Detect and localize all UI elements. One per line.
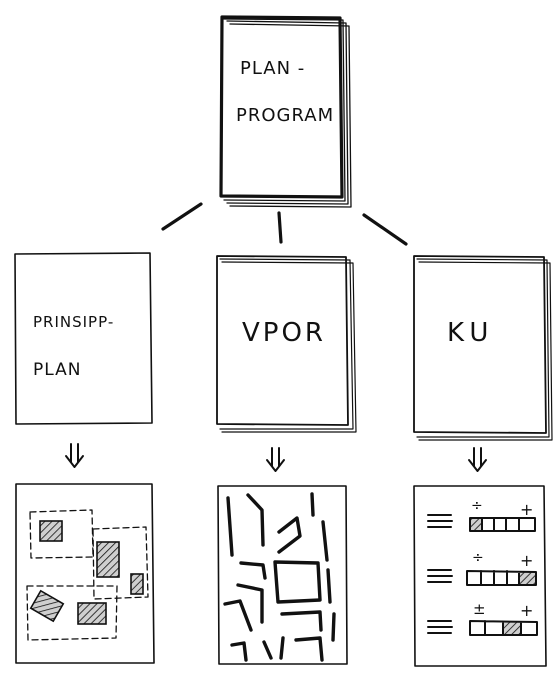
plan-program-label-line2: PROGRAM <box>236 105 335 126</box>
street-block-2 <box>246 493 265 547</box>
street-block-8 <box>326 568 332 604</box>
plus-sign: + <box>520 551 533 570</box>
prinsipp-plan-label-line1: PRINSIPP- <box>33 313 115 331</box>
street-block-10 <box>223 599 253 632</box>
plus-minus-sign: ± <box>473 600 486 618</box>
minus-sign: ÷ <box>472 550 484 566</box>
vpor-label: VPOR <box>242 318 326 348</box>
street-block-1 <box>226 496 234 557</box>
dashed-zone-3 <box>26 585 118 641</box>
street-map-sketch <box>217 485 348 665</box>
street-block-6 <box>239 561 267 580</box>
impact-assessment-sketch: ÷ + ÷ + ± + <box>413 485 547 667</box>
street-block-11 <box>280 610 323 632</box>
arrow-ku <box>468 447 487 472</box>
scale-bar <box>466 570 537 586</box>
arrow-vpor <box>266 447 285 472</box>
ku-scale-row-1: ÷ + <box>427 498 536 532</box>
plus-sign: + <box>520 601 533 620</box>
connector-lines <box>161 202 408 246</box>
minus-sign: ÷ <box>471 498 483 514</box>
zoning-plan-sketch <box>15 483 155 664</box>
building-2 <box>96 541 120 578</box>
prinsipp-plan-document <box>14 252 153 425</box>
plan-program-label-line1: PLAN - <box>240 58 306 79</box>
ku-document <box>413 255 553 441</box>
dashed-zone-1 <box>29 509 94 559</box>
dashed-zone-2 <box>92 526 149 600</box>
street-block-4 <box>310 492 315 517</box>
connector-middle <box>277 211 283 244</box>
connector-right <box>362 213 408 246</box>
scale-bar <box>469 620 538 636</box>
building-4 <box>29 589 65 623</box>
scale-bar <box>469 517 536 532</box>
building-1 <box>39 520 63 542</box>
street-block-5 <box>321 520 329 562</box>
connector-left <box>161 202 203 231</box>
street-block-3 <box>277 516 302 554</box>
ku-scale-row-2: ÷ + <box>427 550 537 586</box>
ku-scale-row-3: ± + <box>427 600 538 636</box>
street-block-15 <box>294 636 324 662</box>
ku-label: KU <box>447 318 495 348</box>
building-3 <box>130 573 144 595</box>
plus-sign: + <box>520 500 533 519</box>
street-block-7 <box>273 560 322 604</box>
street-block-13 <box>230 641 248 662</box>
street-block-14 <box>262 636 285 660</box>
text-lines-icon <box>427 620 453 634</box>
prinsipp-plan-label-line2: PLAN <box>33 360 82 380</box>
arrow-prinsipp-plan <box>65 443 84 468</box>
text-lines-icon <box>427 569 453 583</box>
plan-program-document <box>219 15 352 208</box>
building-5 <box>77 602 107 625</box>
street-block-12 <box>331 612 336 642</box>
street-block-9 <box>236 583 264 624</box>
text-lines-icon <box>427 514 453 528</box>
vpor-document <box>216 255 357 433</box>
